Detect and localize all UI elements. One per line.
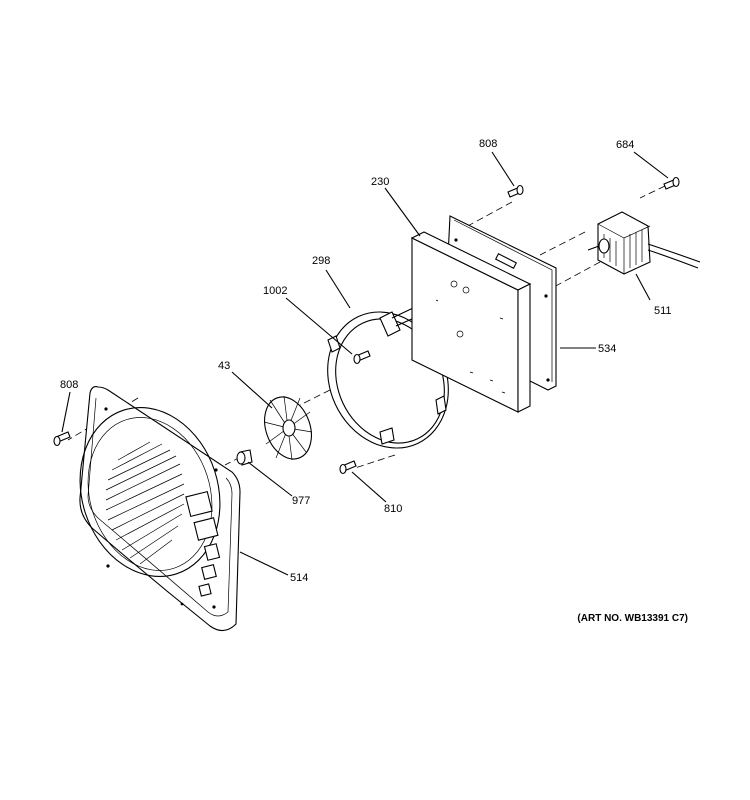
part-labels: 808 684 230 298 1002 511 534 43 808 977 … [60,138,688,624]
screw-810 [339,460,357,475]
label-684: 684 [616,139,634,151]
label-514: 514 [290,572,308,584]
screw-808-top [507,184,524,198]
fan-blade-43 [263,395,313,461]
label-808-left: 808 [60,379,78,391]
fan-cover-514 [79,386,241,632]
label-977: 977 [292,495,310,507]
label-808-top: 808 [479,138,497,150]
label-43: 43 [218,360,230,372]
screw-1002 [353,350,371,365]
art-number: (ART NO. WB13391 C7) [577,613,688,624]
label-1002: 1002 [263,285,287,297]
insulation-block-230 [410,231,532,413]
label-298: 298 [312,255,330,267]
label-230: 230 [371,176,389,188]
screw-808-left [53,431,71,447]
leader-lines [61,151,669,576]
screw-684 [663,176,680,190]
fan-motor-511 [587,211,701,275]
label-810: 810 [384,503,402,515]
label-534: 534 [598,343,616,355]
spacer-977 [236,449,253,466]
label-511: 511 [654,305,672,317]
